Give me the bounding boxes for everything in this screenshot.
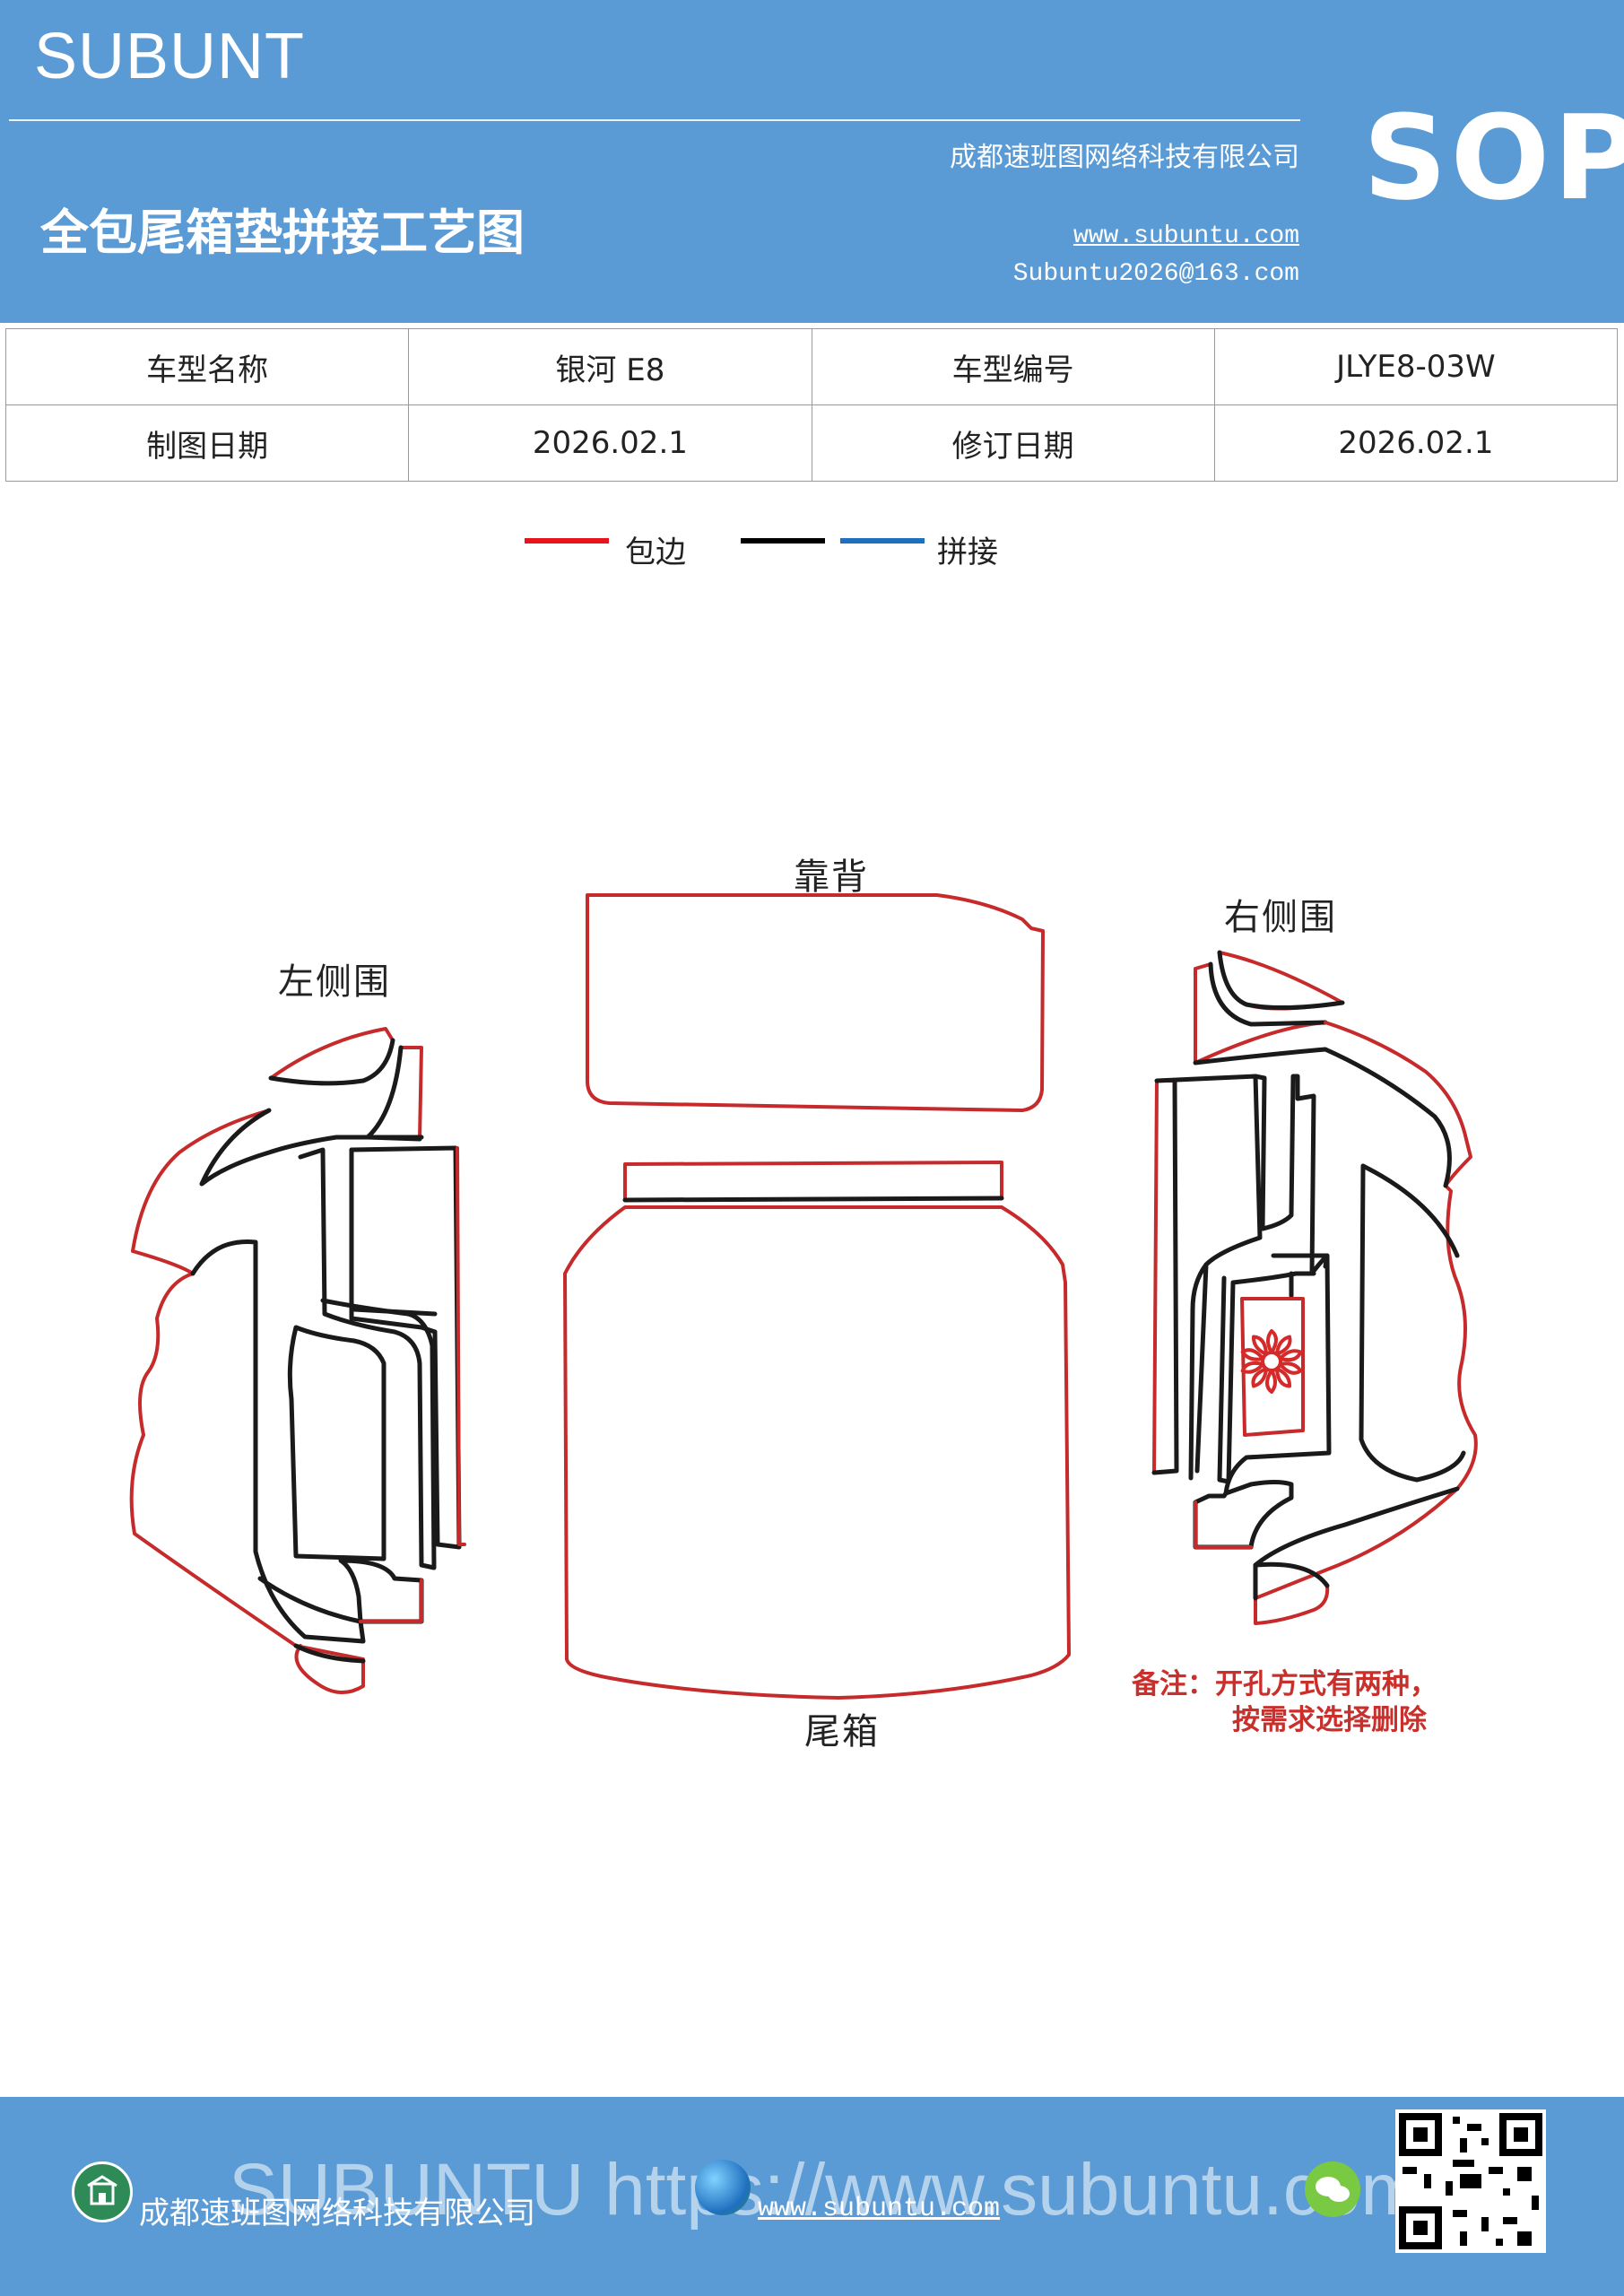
building-icon [72,2161,133,2222]
remark-note: 备注：开孔方式有两种， 按需求选择删除 [1132,1666,1437,1738]
right-strip [1194,962,1327,1065]
table-row: 制图日期 2026.02.1 修订日期 2026.02.1 [4,404,1619,482]
right-hole-window [1240,1297,1305,1437]
website-link[interactable]: www.subuntu.com [1073,222,1299,250]
right-outer-seam [1253,1486,1460,1601]
vehicle-info-table: 车型名称 银河 E8 车型编号 JLYE8-03W 制图日期 2026.02.1… [4,328,1619,482]
backrest-panel [586,893,1045,1112]
table-cell-value: 银河 E8 [408,328,812,405]
legend-edge-label: 包边 [625,535,686,570]
legend-splice-swatch [840,538,925,544]
left-main-seam [199,1108,424,1187]
brand-name: SUBUNT [34,21,306,92]
legend-splice-label: 拼接 [937,535,998,570]
header-divider [9,119,1300,121]
remark-note-line: 备注：开孔方式有两种， [1132,1668,1437,1700]
right-outer-seam [1193,1047,1452,1188]
table-cell-value: 2026.02.1 [408,404,812,482]
left-bottom-flap [293,1643,366,1664]
right-outer-seam [1360,1163,1460,1258]
right-panel-label: 右侧围 [1224,897,1337,938]
left-inner-panel [287,1325,386,1561]
email-address: Subuntu2026@163.com [1012,260,1299,288]
left-main-panel [129,1109,365,1694]
right-main-frame [1223,1074,1332,1496]
hole-rosette-icon [1240,1329,1303,1394]
footer-website-link[interactable]: www.subuntu.com [758,2194,1001,2224]
header-banner [0,0,1624,323]
wechat-icon [1305,2161,1360,2217]
qr-code-icon [1395,2109,1546,2253]
trunk-top-strip [623,1161,1003,1202]
footer-watermark: SUBUNTU https://www.subuntu.com [229,2149,1422,2231]
left-strip-seam [365,1045,422,1142]
right-main-frame [1188,1262,1209,1481]
right-left-strip-seam [1151,1078,1179,1475]
left-lower-tab-edge [359,1578,423,1623]
right-outer-seam [1253,1561,1330,1588]
right-outer-seam [1359,1163,1466,1483]
right-main-frame [1193,1480,1294,1550]
footer-company: 成都速班图网络科技有限公司 [139,2196,535,2231]
table-cell-label: 车型编号 [811,328,1215,405]
trunk-floor-panel [563,1205,1071,1700]
table-cell-value: 2026.02.1 [1213,404,1619,482]
right-upper-flap-seam [1217,950,1345,1011]
trunk-label: 尾箱 [804,1711,880,1752]
backrest-label: 靠背 [794,857,869,898]
table-cell-value: JLYE8-03W [1213,328,1619,405]
legend-edge-swatch [525,538,609,544]
company-name: 成都速班图网络科技有限公司 [950,142,1299,173]
right-strip-seam [1208,961,1328,1027]
left-inner-panel [349,1145,462,1550]
right-main-frame [1271,1253,1330,1269]
table-row: 车型名称 银河 E8 车型编号 JLYE8-03W [4,328,1619,405]
right-outer-edge [1254,1021,1478,1625]
document-title: 全包尾箱垫拼接工艺图 [40,204,525,261]
left-main-seam [190,1239,366,1644]
left-lower-tab [338,1558,424,1624]
globe-icon [695,2160,751,2215]
left-side-strip [456,1146,466,1546]
sop-badge: SOP [1363,90,1624,226]
left-inner-panel [349,1147,438,1335]
table-cell-label: 车型名称 [4,328,410,405]
left-inner-panel [298,1147,437,1570]
left-inner-panel [352,1307,438,1317]
trunk-seam-line [622,1196,1004,1203]
left-panel-label: 左侧围 [278,961,391,1003]
table-cell-label: 修订日期 [811,404,1215,482]
legend-black-swatch [741,538,825,544]
left-upper-flap-seam [268,1038,395,1086]
remark-note-line: 按需求选择删除 [1232,1704,1427,1736]
right-lower-tab-edge [1194,1500,1253,1549]
table-cell-label: 制图日期 [4,404,410,482]
